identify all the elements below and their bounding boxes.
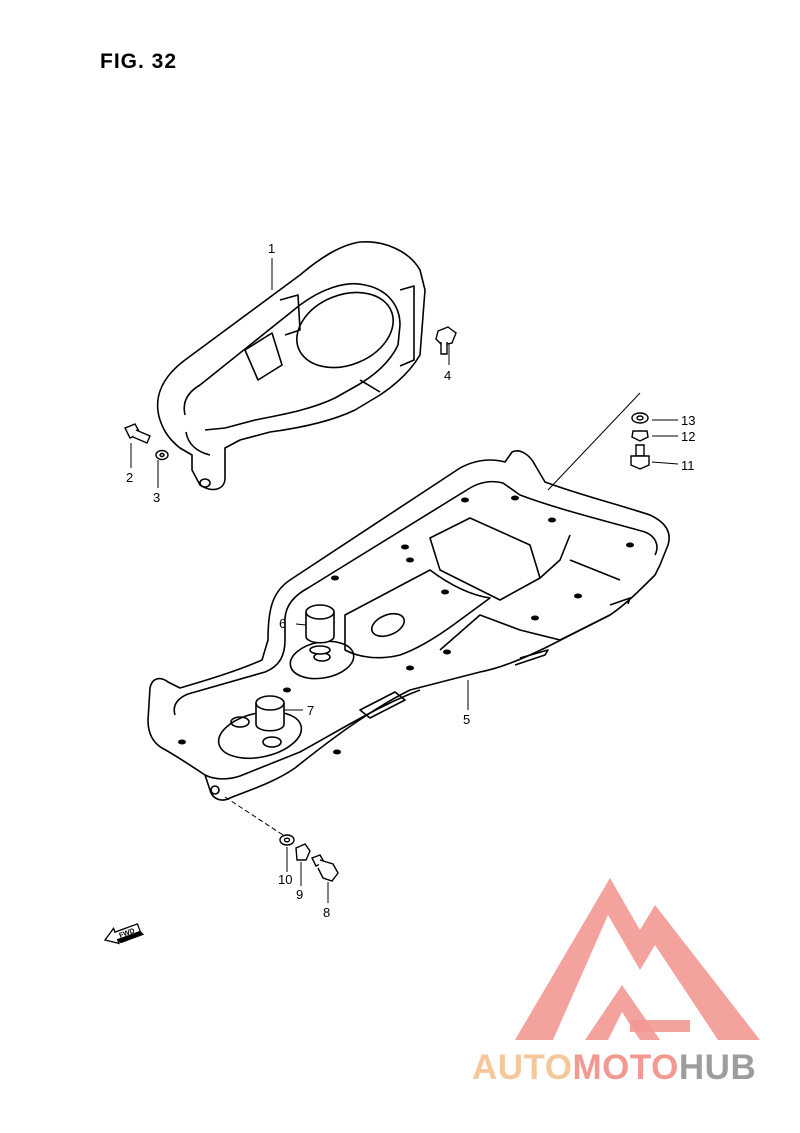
part-number-label: 3	[153, 490, 160, 505]
part-number-label: 11	[681, 458, 695, 473]
part-number-label: 1	[268, 241, 275, 256]
part-number-label: 13	[681, 413, 695, 428]
cover-part	[156, 241, 426, 491]
cushion-7-part	[255, 695, 285, 732]
part-number-label: 9	[296, 887, 303, 902]
cushion-6-part	[305, 604, 335, 655]
washer-3-part	[155, 449, 169, 461]
skid-plate-part	[147, 450, 670, 801]
part-number-label: 5	[463, 712, 470, 727]
part-numbers: 1 2 3 4 5 6 7 8 9 10 11 12 13	[126, 241, 695, 920]
part-number-label: 12	[681, 429, 695, 444]
watermark-text-moto: MOTO	[572, 1048, 679, 1087]
bolt-8-part	[311, 854, 339, 882]
watermark-text-hub: HUB	[678, 1048, 757, 1087]
washer-10-part	[279, 834, 295, 846]
bolt-4-part	[435, 326, 457, 355]
part-number-label: 10	[278, 872, 292, 887]
bolt-11-part	[630, 444, 650, 470]
bolt-2-part	[124, 423, 151, 444]
part-number-label: 8	[323, 905, 330, 920]
forward-arrow-icon: FWD	[103, 923, 145, 945]
washer-13-part	[631, 412, 649, 424]
nut-12-part	[631, 430, 649, 442]
watermark-text-auto: AUTO	[472, 1048, 573, 1087]
nut-9-part	[295, 843, 311, 861]
part-number-label: 2	[126, 470, 133, 485]
part-number-label: 6	[279, 616, 286, 631]
figure-title: FIG. 32	[100, 50, 178, 73]
watermark-logo-icon	[515, 878, 760, 1040]
leader-lines	[130, 258, 679, 903]
part-number-label: 7	[307, 703, 314, 718]
part-number-label: 4	[444, 368, 451, 383]
watermark-text: AUTOMOTOHUB	[472, 1048, 756, 1088]
